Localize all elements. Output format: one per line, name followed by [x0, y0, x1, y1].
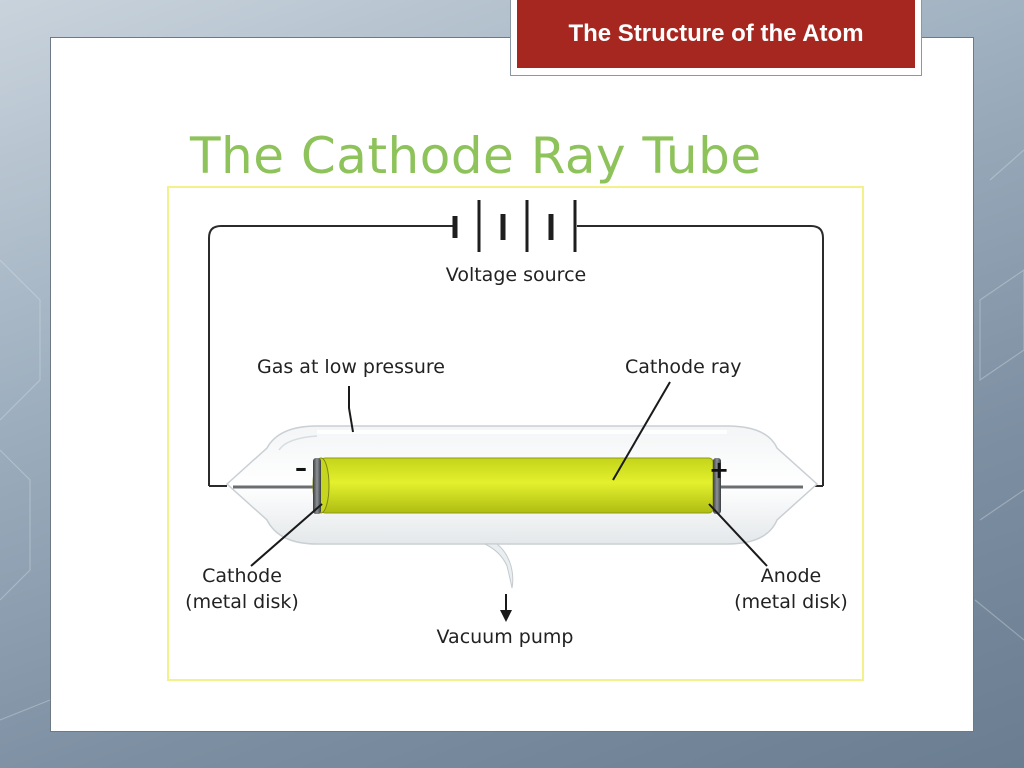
- voltage-source-battery-icon: [452, 200, 577, 252]
- anode-leader-line: [708, 503, 768, 567]
- section-tag: The Structure of the Atom: [517, 0, 915, 68]
- vacuum-pump-label: Vacuum pump: [437, 626, 574, 648]
- plus-sign: +: [709, 456, 729, 484]
- cathode-ray-tube-diagram: Voltage source – + Gas at low pressure C…: [185, 200, 848, 648]
- cathode-disk: [313, 458, 321, 514]
- circuit-wire-right: [577, 225, 824, 486]
- slide-title: The Cathode Ray Tube: [190, 127, 762, 185]
- cathode-leader-line: [250, 503, 323, 567]
- circuit-wire: [208, 225, 453, 486]
- minus-sign: –: [295, 454, 307, 482]
- cathode-ray-beam: [320, 457, 714, 514]
- cathode-sublabel: (metal disk): [185, 591, 299, 613]
- voltage-source-label: Voltage source: [446, 264, 586, 286]
- cathode-label: Cathode: [202, 565, 282, 587]
- gas-leader-line: [348, 386, 354, 433]
- cathode-ray-label: Cathode ray: [625, 356, 742, 378]
- cathode-ray-leader-line: [612, 381, 671, 481]
- vacuum-pump-arrow-icon: [500, 594, 512, 622]
- gas-label: Gas at low pressure: [257, 356, 445, 378]
- anode-disk: [713, 458, 721, 514]
- anode-sublabel: (metal disk): [734, 591, 848, 613]
- anode-label: Anode: [761, 565, 821, 587]
- vacuum-stem: [484, 543, 514, 589]
